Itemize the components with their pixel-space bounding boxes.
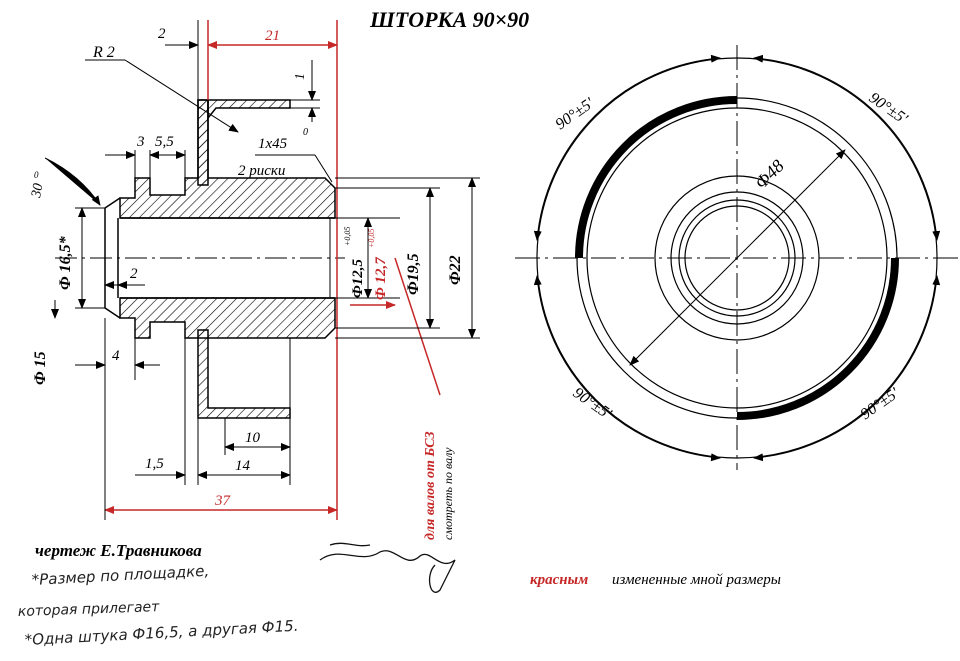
note-shaft-black: смотреть по валу — [441, 447, 455, 540]
label-angle-bottom-left: 90°±5' — [570, 384, 615, 423]
label-risks: 2 риски — [238, 163, 285, 179]
label-phi-19-5: Ф19,5 — [405, 253, 422, 295]
label-angle-top-right: 90°±5' — [866, 89, 911, 128]
legend-red-word: красным — [530, 572, 588, 588]
drawing-title: ШТОРКА 90×90 — [369, 7, 529, 32]
legend-text: измененные мной размеры — [612, 572, 781, 588]
label-dim-1: 1 — [293, 73, 308, 80]
signature — [319, 542, 456, 593]
label-dim-4: 4 — [112, 348, 120, 364]
label-phi-12-7: Ф 12,7 — [373, 257, 389, 300]
label-dim-21: 21 — [265, 28, 280, 44]
label-r2: R 2 — [92, 44, 115, 61]
label-tol-12-5: +0,05 — [343, 227, 352, 246]
red-dimension-lines — [104, 20, 441, 520]
label-phi-48: Ф48 — [751, 156, 788, 193]
handwritten-note-1: *Размер по площадке, — [31, 562, 209, 589]
label-dim-2-top: 2 — [158, 26, 166, 42]
note-shaft-red: для валов от БСЗ — [423, 431, 438, 540]
label-angle-bottom-right: 90°±5' — [858, 385, 903, 424]
section-view — [55, 99, 345, 419]
black-dimension-lines — [44, 20, 480, 520]
label-dim-14: 14 — [235, 458, 251, 474]
label-dim-30: 30 — [29, 182, 46, 199]
label-dim-1-5: 1,5 — [145, 456, 164, 472]
handwritten-note-2: которая прилегает — [18, 599, 161, 620]
label-dim-30-deg: 0 — [34, 170, 39, 180]
front-view — [515, 45, 960, 470]
label-chamfer-deg: 0 — [303, 127, 308, 138]
label-chamfer: 1x45 — [258, 136, 288, 152]
label-phi-22: Ф22 — [447, 255, 464, 285]
label-phi-15: Ф 15 — [32, 351, 49, 385]
label-dim-2-mid: 2 — [130, 266, 138, 282]
label-phi-12-5: Ф12,5 — [350, 258, 366, 298]
label-dim-3: 3 — [136, 134, 145, 150]
label-dim-10: 10 — [245, 430, 261, 446]
label-phi-16-5: Ф 16,5* — [57, 235, 74, 290]
label-angle-top-left: 90°±5' — [553, 95, 598, 134]
handwritten-note-3: *Одна штука Ф16,5, а другая Ф15. — [24, 617, 299, 649]
label-tol-12-7: +0,05 — [367, 229, 376, 248]
author-credit: чертеж Е.Травникова — [35, 541, 202, 560]
label-dim-5-5: 5,5 — [155, 134, 174, 150]
label-dim-37: 37 — [214, 493, 232, 509]
